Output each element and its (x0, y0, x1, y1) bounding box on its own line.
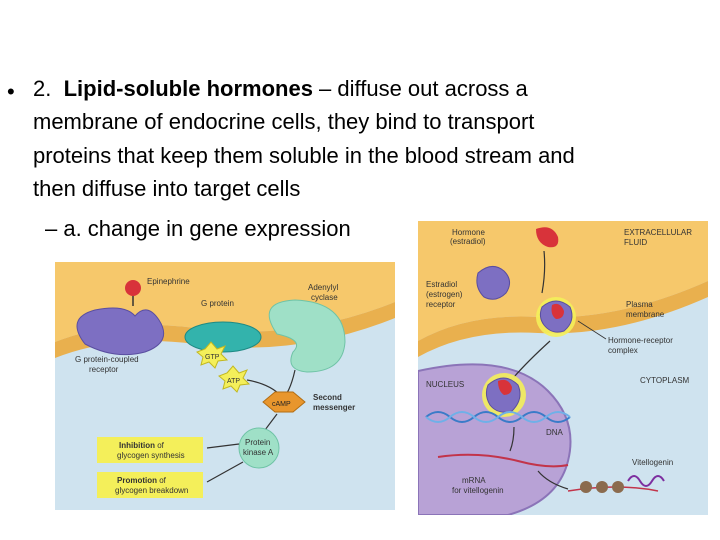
label-gpcr-2: receptor (89, 365, 119, 374)
bullet-line-3: proteins that keep them soluble in the b… (33, 143, 575, 168)
label-nucleus: NUCLEUS (426, 380, 464, 389)
promotion-box (97, 472, 203, 498)
vitellogenin-protein-icon (627, 475, 665, 487)
label-estradiol: Estradiol (426, 280, 457, 289)
estradiol-hormone-icon (536, 227, 559, 248)
complex-to-nucleus-arrow (513, 340, 551, 378)
label-membrane: membrane (626, 310, 665, 319)
label-epinephrine: Epinephrine (147, 277, 190, 286)
right-extracellular-region (418, 221, 708, 341)
g-protein-icon (184, 321, 262, 353)
dna-to-mrna-arrow (509, 426, 515, 452)
dna-strand-2 (425, 411, 571, 423)
label-complex: complex (608, 346, 638, 355)
epinephrine-signaling-diagram: Epinephrine G protein-coupled receptor G… (55, 262, 395, 510)
label-g-protein: G protein (201, 299, 234, 308)
adenylyl-cyclase-icon (268, 299, 346, 373)
sub-bullet-gene-expression: – a. change in gene expression (45, 216, 351, 241)
label-glycogen-synthesis: glycogen synthesis (117, 451, 185, 460)
pka-to-promotion-arrow (206, 461, 244, 483)
nucleus-region (418, 363, 572, 515)
label-mrna: mRNA (462, 476, 486, 485)
bullet-line-4: then diffuse into target cells (33, 176, 301, 201)
bold-term: Lipid-soluble hormones (63, 76, 313, 101)
line1-rest: – diffuse out across a (312, 76, 528, 101)
label-promotion: Promotion of (117, 476, 167, 485)
bullet-line-1: 2. Lipid-soluble hormones – diffuse out … (33, 76, 528, 102)
label-receptor: receptor (426, 300, 456, 309)
atp-burst-icon (218, 365, 251, 393)
complex-label-line (577, 320, 607, 340)
ribosome-icon-2 (596, 481, 608, 493)
gpcr-receptor-icon (76, 307, 165, 356)
label-cytoplasm: CYTOPLASM (640, 376, 690, 385)
label-plasma: Plasma (626, 300, 653, 309)
bullet-symbol: • (7, 79, 15, 104)
inhibition-box (97, 437, 203, 463)
inhibition-bold: Inhibition (119, 441, 155, 450)
ribosome-icon-1 (580, 481, 592, 493)
bullet-line-2: membrane of endocrine cells, they bind t… (33, 109, 535, 134)
label-extracellular: EXTRACELLULAR (624, 228, 692, 237)
mrna-to-protein-arrow (537, 470, 569, 490)
gtp-burst-icon (196, 341, 229, 369)
label-hormone: Hormone (452, 228, 485, 237)
label-vitellogenin: Vitellogenin (632, 458, 673, 467)
label-pka-1: Protein (245, 438, 270, 447)
label-for-vitellogenin: for vitellogenin (452, 486, 504, 495)
camp-to-pka-arrow (264, 413, 278, 431)
label-gpcr-1: G protein-coupled (75, 355, 139, 364)
label-hormone-receptor: Hormone-receptor (608, 336, 673, 345)
label-messenger: messenger (313, 403, 355, 412)
estradiol-signaling-diagram: NUCLEUS Hormone (estradiol) EXTRACELLULA… (418, 221, 708, 515)
bound-hormone-icon (551, 303, 564, 319)
epinephrine-molecule-icon (125, 280, 141, 296)
ribosome-icon-3 (612, 481, 624, 493)
camp-molecule-icon (262, 391, 306, 413)
promotion-rest: of (157, 476, 167, 485)
mrna-strand-icon (437, 453, 569, 468)
label-inhibition: Inhibition of (119, 441, 165, 450)
protein-kinase-a-icon (238, 427, 280, 469)
label-camp: cAMP (272, 401, 291, 408)
label-cyclase: cyclase (311, 293, 338, 302)
label-gtp: GTP (205, 354, 220, 361)
label-hormone-estradiol: (estradiol) (450, 237, 486, 246)
label-estrogen: (estrogen) (426, 290, 463, 299)
label-adenylyl: Adenylyl (308, 283, 338, 292)
inhibition-rest: of (155, 441, 165, 450)
bullet-number: 2. (33, 76, 52, 101)
label-pka-2: kinase A (243, 448, 274, 457)
label-atp: ATP (227, 378, 240, 385)
label-fluid: FLUID (624, 238, 647, 247)
label-dna: DNA (546, 428, 564, 437)
nuclear-hormone-icon (498, 379, 512, 395)
hormone-entry-arrow (541, 250, 546, 294)
label-glycogen-breakdown: glycogen breakdown (115, 486, 188, 495)
pka-to-inhibition-arrow (206, 443, 240, 449)
estradiol-receptor-icon (476, 266, 510, 300)
label-second: Second (313, 393, 342, 402)
slide-text-block: • 2. Lipid-soluble hormones – diffuse ou… (0, 0, 720, 260)
promotion-bold: Promotion (117, 476, 157, 485)
